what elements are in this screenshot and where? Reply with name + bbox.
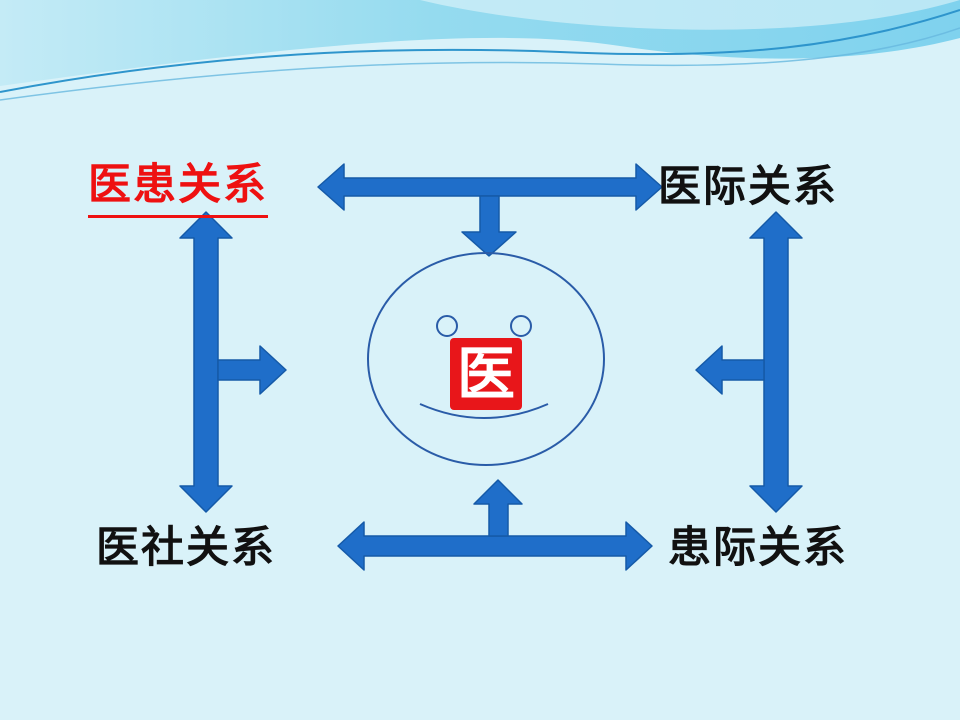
wave-banner bbox=[0, 0, 960, 101]
label-patient-patient-relation: 患际关系 bbox=[668, 523, 848, 573]
label-doctor-patient-relation: 医患关系 bbox=[88, 164, 268, 218]
smiley-face-icon bbox=[367, 252, 605, 466]
center-medical-logo: 医 bbox=[450, 338, 522, 410]
banner-wave-2 bbox=[0, 27, 960, 101]
right-left-arrow bbox=[695, 345, 765, 395]
face-circle bbox=[367, 252, 605, 466]
smile bbox=[419, 403, 549, 419]
left-double-arrow bbox=[179, 211, 233, 513]
left-right-arrow bbox=[217, 345, 287, 395]
top-down-arrow bbox=[461, 195, 517, 257]
bottom-double-arrow bbox=[337, 521, 653, 571]
left-eye bbox=[436, 315, 458, 337]
right-eye bbox=[510, 315, 532, 337]
arrows bbox=[179, 163, 803, 571]
bottom-up-arrow bbox=[473, 479, 523, 537]
top-double-arrow bbox=[317, 163, 663, 211]
label-doctor-doctor-relation: 医际关系 bbox=[658, 162, 838, 212]
banner-highlight bbox=[420, 0, 960, 30]
banner-wave-1 bbox=[0, 9, 960, 93]
label-doctor-society-relation: 医社关系 bbox=[96, 523, 276, 573]
right-double-arrow bbox=[749, 211, 803, 513]
